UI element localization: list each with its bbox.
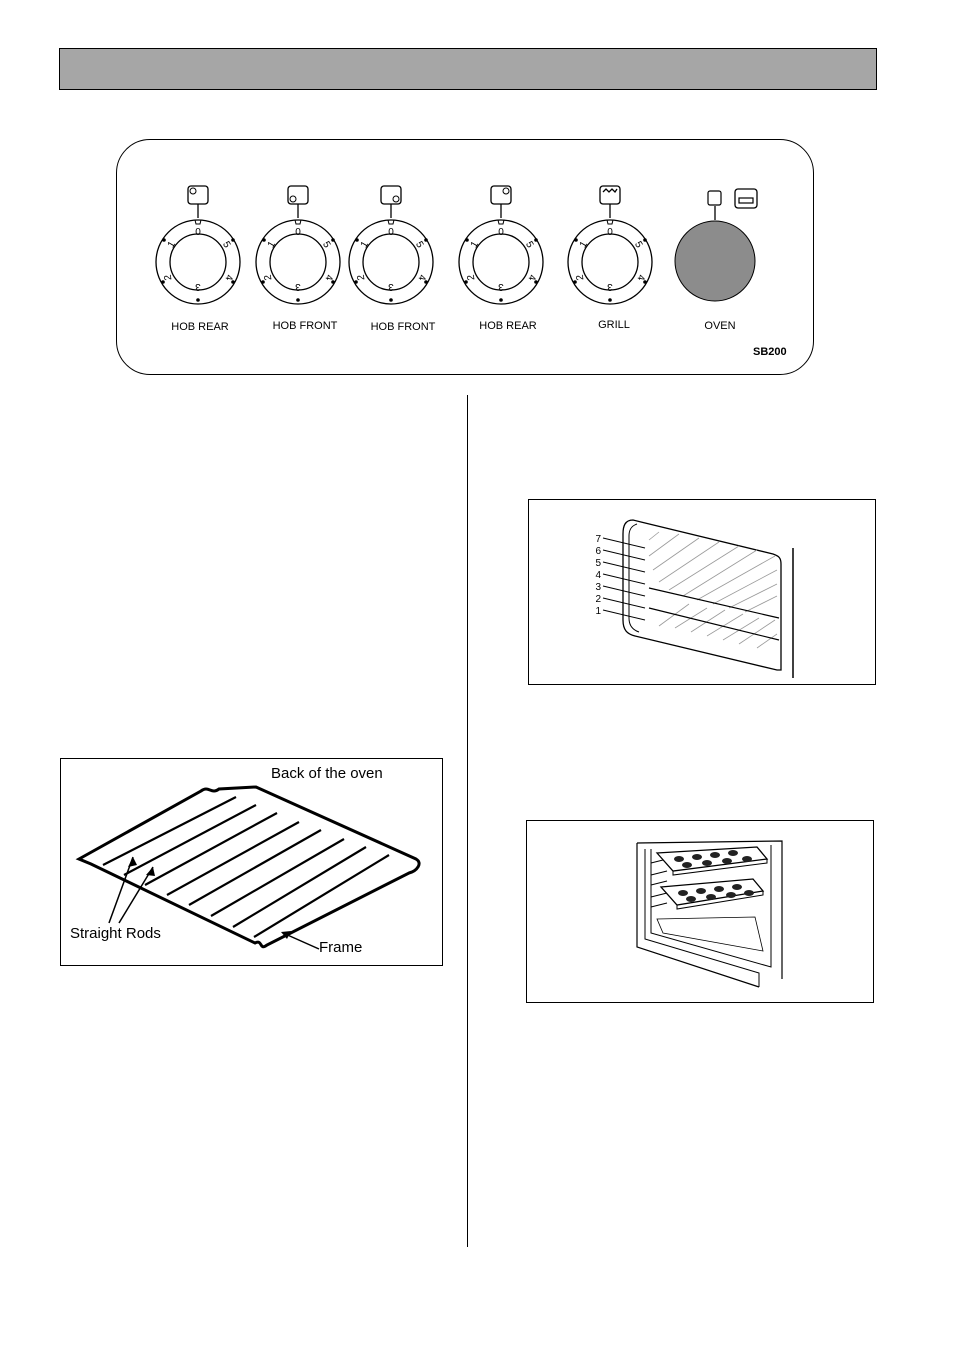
baking-trays-figure bbox=[526, 820, 874, 1003]
shelf-level-label: 4 bbox=[595, 570, 601, 581]
knob-hob-rear-right[interactable]: 0 1 2 3 4 5 bbox=[453, 180, 553, 305]
oven-icon bbox=[734, 188, 758, 209]
knob-label-hob-front: HOB FRONT bbox=[272, 320, 338, 332]
shelf-figure: Back of the oven Straight Rods Frame bbox=[60, 758, 443, 966]
knob-number: 3 bbox=[388, 281, 394, 292]
oven-indicator-light-icon bbox=[707, 190, 722, 206]
hob-front-right-icon bbox=[380, 185, 402, 205]
knob-number: 0 bbox=[195, 227, 201, 238]
shelf-positions-figure: 7 6 5 4 3 2 1 bbox=[528, 499, 876, 685]
knob-hob-rear-left[interactable]: 0 1 2 3 4 5 bbox=[150, 180, 250, 305]
oven-with-trays-drawing bbox=[636, 840, 783, 988]
frame-label: Frame bbox=[319, 939, 363, 956]
knob-number: 3 bbox=[498, 281, 504, 292]
knob-number: 5 bbox=[220, 240, 233, 251]
knob-number: 0 bbox=[388, 227, 394, 238]
model-number: SB200 bbox=[753, 346, 787, 358]
knob-number: 4 bbox=[525, 274, 537, 282]
knob-number: 3 bbox=[607, 281, 613, 292]
shelf-level-label: 7 bbox=[595, 534, 601, 545]
knob-label-oven: OVEN bbox=[704, 320, 736, 332]
knob-number: 3 bbox=[295, 281, 301, 292]
knob-label-hob-front: HOB FRONT bbox=[370, 321, 436, 333]
shelf-level-label: 3 bbox=[595, 582, 601, 593]
knob-number: 0 bbox=[295, 227, 301, 238]
knob-label-hob-rear: HOB REAR bbox=[171, 321, 229, 333]
knob-number: 4 bbox=[415, 274, 427, 282]
knob-hob-front-left[interactable]: 0 1 2 3 4 5 bbox=[250, 180, 350, 305]
control-panel bbox=[116, 139, 814, 375]
grill-icon bbox=[599, 185, 621, 205]
oven-interior-drawing: 7 6 5 4 3 2 1 bbox=[595, 519, 794, 678]
straight-rods-label: Straight Rods bbox=[70, 925, 161, 942]
knob-label-hob-rear: HOB REAR bbox=[479, 320, 537, 332]
column-divider bbox=[467, 395, 468, 1247]
knob-number: 0 bbox=[607, 227, 613, 238]
knob-number: 1 bbox=[166, 239, 179, 250]
knob-oven[interactable] bbox=[665, 180, 775, 305]
lower-tray bbox=[659, 878, 765, 910]
knob-number: 5 bbox=[320, 240, 333, 251]
knob-number: 2 bbox=[163, 273, 175, 281]
knob-number: 1 bbox=[266, 239, 279, 250]
knob-number: 5 bbox=[632, 240, 645, 251]
shelf-level-label: 5 bbox=[595, 558, 601, 569]
knob-number: 2 bbox=[263, 273, 275, 281]
header-bar bbox=[59, 48, 877, 90]
hob-front-left-icon bbox=[287, 185, 309, 205]
knob-number: 1 bbox=[359, 239, 372, 250]
oven-shelf-drawing bbox=[75, 785, 421, 950]
back-of-oven-label: Back of the oven bbox=[271, 765, 383, 782]
upper-tray bbox=[655, 846, 769, 876]
knob-grill[interactable]: 0 1 2 3 4 5 bbox=[562, 180, 662, 305]
knob-label-grill: GRILL bbox=[598, 319, 630, 331]
shelf-level-label: 1 bbox=[595, 606, 601, 617]
knob-number: 1 bbox=[469, 239, 482, 250]
hob-rear-left-icon bbox=[187, 185, 209, 205]
knob-number: 2 bbox=[356, 273, 368, 281]
knob-number: 5 bbox=[523, 240, 536, 251]
knob-number: 2 bbox=[466, 273, 478, 281]
shelf-level-label: 6 bbox=[595, 546, 601, 557]
knob-number: 4 bbox=[634, 274, 646, 282]
knob-number: 4 bbox=[322, 274, 334, 282]
knob-number: 1 bbox=[578, 239, 591, 250]
shelf-level-label: 2 bbox=[595, 594, 601, 605]
hob-rear-right-icon bbox=[490, 185, 512, 205]
knob-number: 4 bbox=[222, 274, 234, 282]
knob-number: 2 bbox=[575, 273, 587, 281]
knob-number: 3 bbox=[195, 281, 201, 292]
knob-number: 5 bbox=[413, 240, 426, 251]
knob-number: 0 bbox=[498, 227, 504, 238]
knob-hob-front-right[interactable]: 0 1 2 3 4 5 bbox=[343, 180, 443, 305]
